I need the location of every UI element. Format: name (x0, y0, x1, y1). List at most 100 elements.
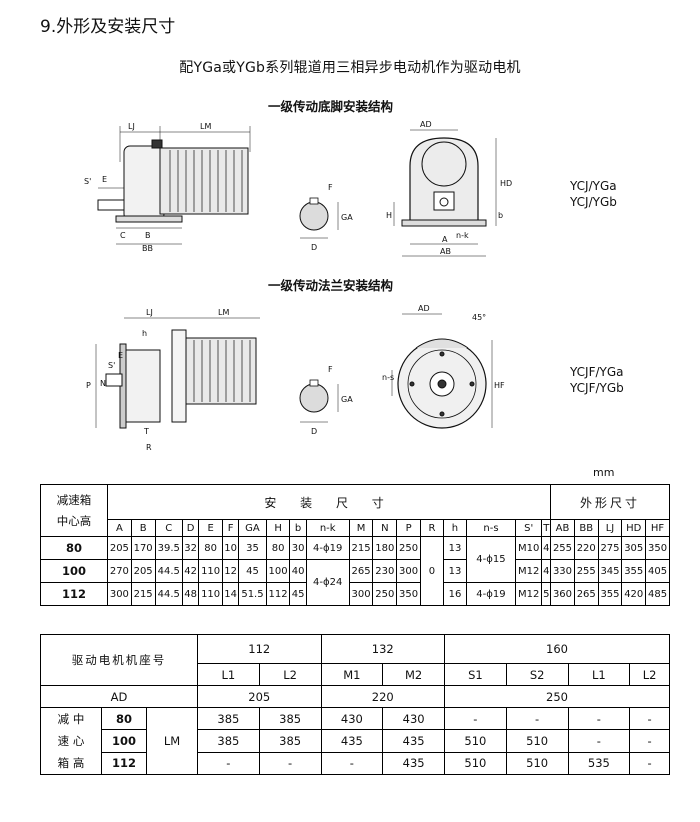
label-b: B (145, 231, 151, 240)
cell: 13 (442, 536, 467, 560)
label-h: H (386, 211, 392, 220)
table1-outline-header: 外形尺寸 (550, 484, 670, 520)
ad-112: 205 (197, 685, 322, 708)
flange-model-labels: YCJF/YGa YCJF/YGb (570, 364, 624, 396)
flange-keyway (309, 379, 319, 387)
nk-merged-cell: 4-ϕ24 (305, 559, 350, 606)
table-row: 112 - - - 435 510 510 535 - (41, 751, 670, 776)
foot-shaft-section-drawing: F GA D (299, 183, 353, 252)
cell: 16 (442, 582, 467, 606)
label-lm-flange: LM (218, 308, 229, 317)
flange-shaft-section (299, 383, 329, 413)
cell: 10 (221, 536, 240, 560)
cell: 270 (107, 559, 132, 583)
label-ga-flange: GA (341, 395, 353, 404)
flange-shaft-section-drawing: F GA D (299, 365, 353, 436)
left-label-line: 减 中 (57, 712, 85, 726)
motor-body (159, 147, 249, 215)
cell: 220 (573, 536, 599, 560)
cell: 385 (197, 729, 260, 753)
cell: 265 (348, 559, 374, 583)
flange-motor-endshield (171, 329, 187, 423)
sub-m2: M2 (382, 663, 445, 686)
cell: 215 (130, 582, 156, 606)
cooling-fins (169, 150, 243, 212)
label-hf: HF (494, 381, 505, 390)
row-center: 112 (101, 751, 147, 776)
cell: 360 (550, 582, 575, 606)
cell: - (567, 729, 631, 753)
cell: 510 (505, 729, 569, 753)
cell: 385 (258, 706, 322, 731)
table-row: 减 中 速 心 箱 高 80 LM 385 385 430 430 - - - … (40, 706, 670, 775)
sub-s1: S1 (444, 663, 507, 686)
motor-frame-lm-table: 驱动电机机座号 112 132 160 L1 L2 M1 M2 S1 S2 L1… (40, 634, 670, 776)
cell: 180 (372, 536, 398, 560)
foot-model-gb: YCJ/YGb (570, 195, 617, 209)
cell: 350 (645, 536, 670, 560)
cell: 170 (130, 536, 156, 560)
end-view-housing (409, 137, 479, 220)
cell: 44.5 (154, 582, 183, 606)
flange-model-ga: YCJF/YGa (570, 365, 624, 379)
col-n: N (372, 519, 398, 537)
cell: 44.5 (154, 559, 183, 583)
cell: - (444, 706, 507, 731)
end-view-shaft (439, 197, 449, 207)
cell: 355 (621, 559, 647, 583)
cell: 112 (265, 582, 291, 606)
cell: 435 (382, 751, 445, 776)
row-center: 112 (40, 582, 108, 606)
table1-header-line1: 减速箱 (56, 492, 92, 507)
cell: - (505, 706, 569, 731)
output-shaft (97, 199, 125, 211)
cell: 255 (550, 536, 575, 560)
col-h-small: h (442, 519, 467, 537)
label-bb: BB (142, 244, 153, 253)
cell: 385 (197, 706, 260, 731)
bolt-hole (469, 381, 475, 387)
label-e-flange: E (118, 351, 123, 360)
label-ad-flange: AD (418, 304, 430, 313)
frame-160-header: 160 (444, 634, 670, 664)
ad-row: AD 205 220 250 (40, 685, 670, 708)
ns-merged-cell: 4-ϕ15 (465, 536, 516, 583)
col-b-small: b (289, 519, 307, 537)
label-d: D (311, 243, 317, 252)
frame-132-header: 132 (320, 634, 445, 664)
bolt-hole (439, 351, 445, 357)
col-h: H (265, 519, 291, 537)
r-merged-cell: 0 (419, 536, 444, 606)
ad-label: AD (40, 685, 198, 708)
table-row: 112 300 215 44.5 48 110 14 51.5 112 45 3… (40, 582, 670, 606)
table2-title: 驱动电机机座号 (40, 634, 198, 686)
label-t: T (143, 427, 149, 436)
cell: 300 (107, 582, 132, 606)
terminal-box (151, 139, 163, 149)
cell: - (320, 751, 384, 776)
flange-cooling-fins (193, 340, 251, 402)
col-e: E (198, 519, 223, 537)
row-center: 80 (101, 706, 147, 731)
table-row: 80 205 170 39.5 32 80 10 35 80 30 4-ϕ19 … (40, 536, 670, 606)
cell: 485 (645, 582, 670, 606)
cell: 45 (238, 559, 267, 583)
flange-shaft-center (437, 379, 447, 389)
label-f: F (328, 183, 333, 192)
flange-bolt-circle (407, 349, 477, 419)
cell: 40 (289, 559, 307, 583)
cell: 345 (597, 559, 623, 583)
table1-install-header: 安 装 尺 寸 (106, 484, 552, 520)
label-lm: LM (200, 122, 211, 131)
cell: 535 (567, 751, 631, 776)
foot-model-ga: YCJ/YGa (570, 179, 617, 193)
col-ns: n-s (465, 519, 516, 537)
cell: M12 (514, 582, 543, 606)
label-f-flange: F (328, 365, 333, 374)
foot-mount-caption: 一级传动底脚安装结构 (268, 99, 394, 114)
cell: 510 (505, 751, 569, 776)
installation-dimension-table: 减速箱 中心高 安 装 尺 寸 外形尺寸 A B C D E F GA H b … (40, 484, 670, 606)
col-f: F (221, 519, 240, 537)
bolt-hole (409, 381, 415, 387)
sub-l1b: L1 (567, 663, 631, 686)
